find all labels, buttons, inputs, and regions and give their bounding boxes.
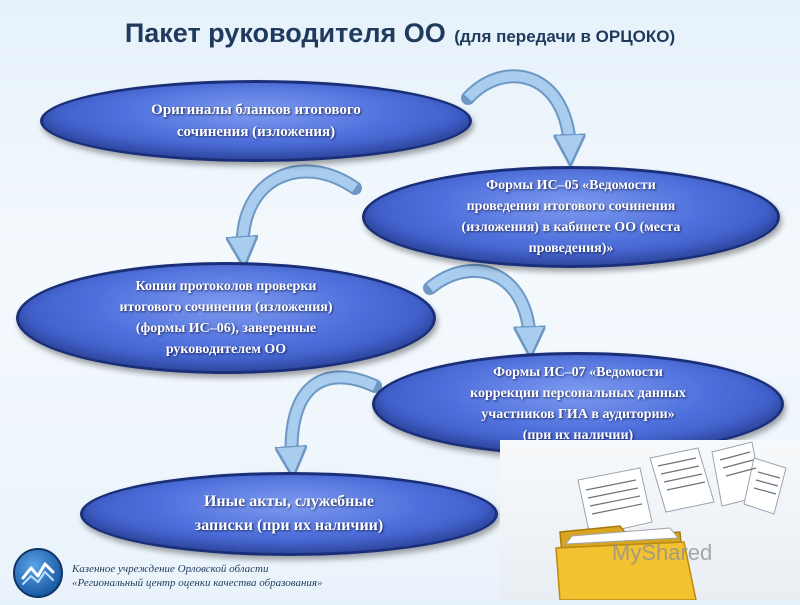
footer-line-1: Казенное учреждение Орловской области xyxy=(72,563,269,575)
step-3-label: Копии протоколов проверки итогового сочи… xyxy=(119,279,333,357)
arrow-3-to-4 xyxy=(423,263,537,349)
footer-line-2: «Региональный центр оценки качества обра… xyxy=(72,577,323,589)
watermark: MyShared xyxy=(612,540,712,566)
step-2-label: Формы ИС–05 «Ведомости проведения итогов… xyxy=(461,178,681,256)
page-title: Пакет руководителя ОО (для передачи в ОР… xyxy=(0,18,800,49)
step-4-label: Формы ИС–07 «Ведомости коррекции персона… xyxy=(470,365,686,443)
step-1-label: Оригиналы бланков итогового сочинения (и… xyxy=(151,102,361,140)
step-4-form-is07: Формы ИС–07 «Ведомости коррекции персона… xyxy=(372,352,784,456)
organization-logo-icon xyxy=(13,548,63,598)
step-3-protocol-copies: Копии протоколов проверки итогового сочи… xyxy=(16,262,436,374)
arrow-4-to-5 xyxy=(284,370,382,469)
arrow-2-to-3 xyxy=(235,164,362,259)
footer-organization: Казенное учреждение Орловской области «Р… xyxy=(72,562,323,590)
title-subtitle: (для передачи в ОРЦОКО) xyxy=(454,27,676,46)
step-5-label: Иные акты, служебные записки (при их нал… xyxy=(194,493,384,534)
watermark-text: MyShared xyxy=(612,540,713,565)
step-1-originals: Оригиналы бланков итогового сочинения (и… xyxy=(40,80,472,162)
step-2-form-is05: Формы ИС–05 «Ведомости проведения итогов… xyxy=(362,166,780,268)
title-main: Пакет руководителя ОО xyxy=(124,18,446,48)
documents-folder-image xyxy=(500,440,800,601)
step-5-other-acts: Иные акты, служебные записки (при их нал… xyxy=(80,472,498,556)
arrow-1-to-2 xyxy=(461,69,577,157)
